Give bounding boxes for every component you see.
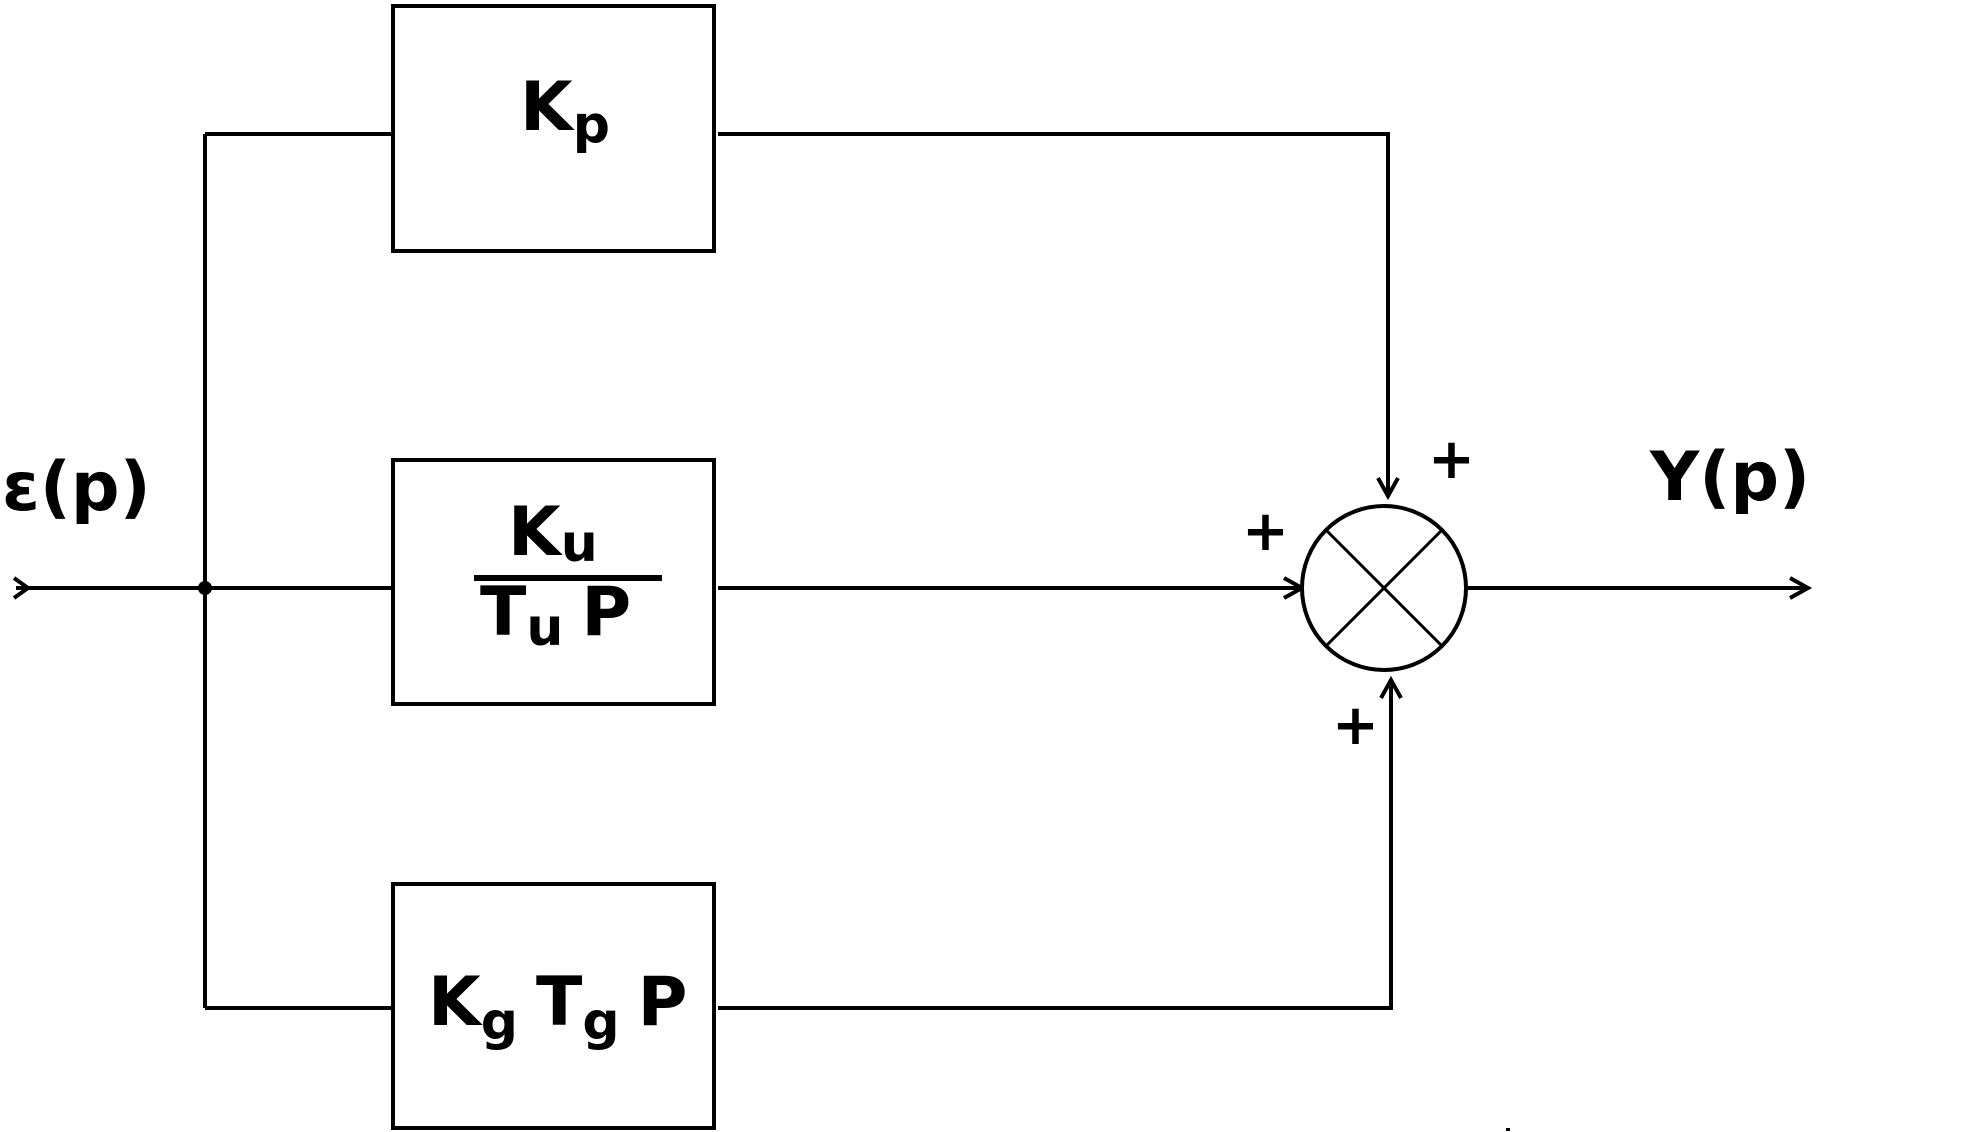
block-integral-numerator: Ku bbox=[508, 493, 598, 574]
output-arrow-icon bbox=[1789, 576, 1813, 600]
wire-derivative-to-sum bbox=[718, 680, 1393, 1010]
input-signal-label: ε(p) bbox=[2, 448, 151, 527]
block-derivative-frame bbox=[391, 882, 716, 1130]
sum-top-arrow-icon bbox=[1376, 477, 1400, 501]
block-proportional-label: Kp bbox=[520, 68, 610, 155]
summing-junction bbox=[1300, 504, 1468, 672]
input-arrow-icon bbox=[12, 576, 32, 600]
block-integral-frame bbox=[391, 458, 716, 706]
scan-speck bbox=[1506, 1128, 1510, 1131]
summing-cross-b bbox=[1324, 528, 1444, 648]
block-proportional-frame bbox=[391, 4, 716, 253]
sign-top: + bbox=[1428, 427, 1475, 492]
wire-proportional-to-sum bbox=[718, 132, 1390, 496]
arrowheads bbox=[12, 477, 1813, 699]
signal-wires bbox=[16, 132, 1808, 1010]
block-proportional: Kp bbox=[391, 4, 716, 253]
sign-left: + bbox=[1242, 499, 1289, 564]
output-signal-label: Y(p) bbox=[1649, 438, 1810, 517]
branch-junction-dot bbox=[198, 581, 212, 595]
sum-bottom-arrow-icon bbox=[1379, 675, 1403, 699]
sign-bottom: + bbox=[1332, 693, 1379, 758]
